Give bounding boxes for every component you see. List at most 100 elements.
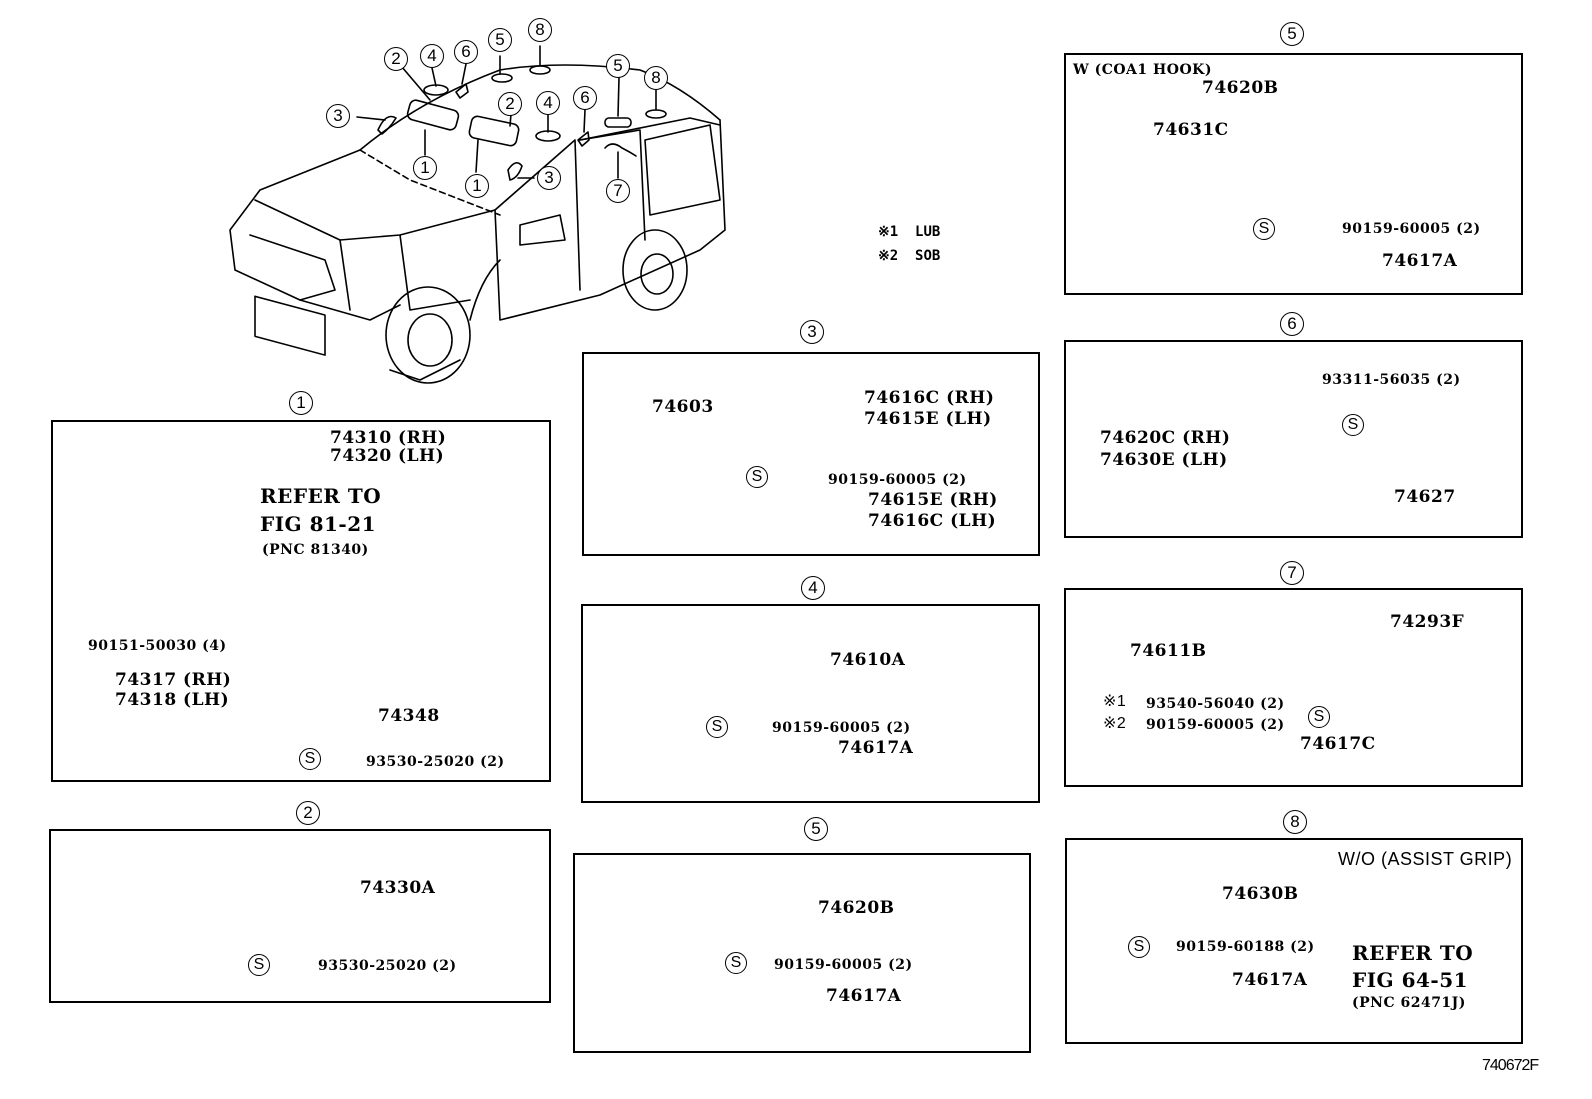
part-label[interactable]: 90159-60005 (2) bbox=[1342, 221, 1481, 237]
callout-8[interactable]: 8 bbox=[528, 18, 552, 42]
panel-3 bbox=[582, 352, 1040, 556]
panel-7 bbox=[1064, 588, 1523, 787]
part-label[interactable]: 74320 (LH) bbox=[330, 446, 445, 466]
part-label[interactable]: 74616C (LH) bbox=[868, 511, 997, 531]
s-icon: S bbox=[299, 748, 321, 770]
legend-mark: ※2 bbox=[878, 248, 899, 264]
s-icon: S bbox=[1342, 414, 1364, 436]
panel-7-number: 7 bbox=[1280, 561, 1304, 585]
refer-note: REFER TO bbox=[1352, 941, 1474, 965]
callout-2[interactable]: 2 bbox=[384, 47, 408, 71]
s-symbol: S bbox=[1308, 706, 1330, 728]
s-symbol: S bbox=[725, 952, 747, 974]
s-symbol: S bbox=[1253, 218, 1275, 240]
panel-6-number: 6 bbox=[1280, 312, 1304, 336]
part-label[interactable]: 74620B bbox=[818, 898, 895, 918]
part-label[interactable]: 74617A bbox=[1382, 251, 1458, 271]
panel-4 bbox=[581, 604, 1040, 803]
s-icon: S bbox=[1253, 218, 1275, 240]
refer-note: (PNC 62471J) bbox=[1352, 995, 1466, 1011]
callout-5b[interactable]: 5 bbox=[606, 54, 630, 78]
part-label[interactable]: 93540-56040 (2) bbox=[1146, 696, 1285, 712]
part-label[interactable]: 74616C (RH) bbox=[864, 388, 995, 408]
part-label[interactable]: 74330A bbox=[360, 878, 436, 898]
part-label[interactable]: 74617A bbox=[1232, 970, 1308, 990]
s-icon: S bbox=[248, 954, 270, 976]
part-label[interactable]: 90159-60005 (2) bbox=[1146, 717, 1285, 733]
s-symbol: S bbox=[1128, 936, 1150, 958]
callout-6[interactable]: 6 bbox=[454, 40, 478, 64]
part-label[interactable]: 93530-25020 (2) bbox=[318, 958, 457, 974]
s-symbol: S bbox=[746, 466, 768, 488]
callout-4[interactable]: 4 bbox=[420, 44, 444, 68]
callout-3b[interactable]: 3 bbox=[537, 166, 561, 190]
legend-mark: ※1 bbox=[878, 224, 899, 240]
part-label[interactable]: 74631C bbox=[1153, 120, 1229, 140]
panel-1-number: 1 bbox=[289, 391, 313, 415]
part-label[interactable]: 74293F bbox=[1390, 612, 1465, 632]
s-icon: S bbox=[725, 952, 747, 974]
part-label[interactable]: 74603 bbox=[652, 397, 714, 417]
part-label[interactable]: 74610A bbox=[830, 650, 906, 670]
refer-note[interactable]: FIG 81-21 bbox=[260, 512, 377, 536]
vehicle-illustration bbox=[229, 45, 726, 384]
callout-6b[interactable]: 6 bbox=[573, 86, 597, 110]
refer-note[interactable]: FIG 64-51 bbox=[1352, 968, 1469, 992]
s-symbol: S bbox=[299, 748, 321, 770]
legend-code: SOB bbox=[915, 248, 941, 264]
part-label[interactable]: 74611B bbox=[1130, 641, 1207, 661]
s-symbol: S bbox=[1342, 414, 1364, 436]
legend-lub: ※1 LUB bbox=[878, 224, 940, 240]
part-label[interactable]: 74620C (RH) bbox=[1100, 428, 1231, 448]
part-label[interactable]: 93311-56035 (2) bbox=[1322, 372, 1461, 388]
panel-6 bbox=[1064, 340, 1523, 538]
condition-note: W/O (ASSIST GRIP) bbox=[1338, 849, 1513, 869]
part-label[interactable]: 74617A bbox=[826, 986, 902, 1006]
panel-2 bbox=[49, 829, 551, 1003]
part-label[interactable]: 74310 (RH) bbox=[330, 428, 447, 448]
note-mark-2: ※2 bbox=[1103, 715, 1127, 732]
callout-8b[interactable]: 8 bbox=[644, 66, 668, 90]
part-label[interactable]: 90159-60188 (2) bbox=[1176, 939, 1315, 955]
part-label[interactable]: 74615E (RH) bbox=[868, 490, 998, 510]
part-label[interactable]: 90159-60005 (2) bbox=[772, 720, 911, 736]
legend-sob: ※2 SOB bbox=[878, 248, 940, 264]
part-label[interactable]: 74627 bbox=[1394, 487, 1456, 507]
callout-1[interactable]: 1 bbox=[413, 156, 437, 180]
callout-4b[interactable]: 4 bbox=[536, 91, 560, 115]
panel-3-number: 3 bbox=[800, 320, 824, 344]
part-label[interactable]: 74318 (LH) bbox=[115, 690, 230, 710]
note-mark-1: ※1 bbox=[1103, 693, 1127, 710]
part-label[interactable]: 74617A bbox=[838, 738, 914, 758]
part-label[interactable]: 90159-60005 (2) bbox=[828, 472, 967, 488]
s-icon: S bbox=[1308, 706, 1330, 728]
part-label[interactable]: 93530-25020 (2) bbox=[366, 754, 505, 770]
panel-4-number: 4 bbox=[801, 576, 825, 600]
part-label[interactable]: 74630B bbox=[1222, 884, 1299, 904]
part-label[interactable]: 74317 (RH) bbox=[115, 670, 232, 690]
legend-code: LUB bbox=[915, 224, 941, 240]
callout-2b[interactable]: 2 bbox=[498, 92, 522, 116]
part-label[interactable]: 74620B bbox=[1202, 78, 1279, 98]
part-label[interactable]: 90159-60005 (2) bbox=[774, 957, 913, 973]
callout-7[interactable]: 7 bbox=[606, 179, 630, 203]
callout-1b[interactable]: 1 bbox=[465, 174, 489, 198]
part-label[interactable]: 74348 bbox=[378, 706, 440, 726]
s-icon: S bbox=[1128, 936, 1150, 958]
part-label[interactable]: 74617C bbox=[1300, 734, 1376, 754]
panel-5a-number: 5 bbox=[804, 817, 828, 841]
panel-1 bbox=[51, 420, 551, 782]
s-symbol: S bbox=[248, 954, 270, 976]
part-label[interactable]: 74630E (LH) bbox=[1100, 450, 1228, 470]
s-icon: S bbox=[746, 466, 768, 488]
panel-5a bbox=[573, 853, 1031, 1053]
panel-5b-number: 5 bbox=[1280, 22, 1304, 46]
part-label[interactable]: 74615E (LH) bbox=[864, 409, 992, 429]
condition-note: W (COA1 HOOK) bbox=[1073, 62, 1212, 78]
panel-8-number: 8 bbox=[1283, 810, 1307, 834]
callout-5[interactable]: 5 bbox=[488, 28, 512, 52]
callout-3[interactable]: 3 bbox=[326, 104, 350, 128]
refer-note: REFER TO bbox=[260, 484, 382, 508]
part-label[interactable]: 90151-50030 (4) bbox=[88, 638, 227, 654]
figure-id: 740672F bbox=[1482, 1057, 1539, 1074]
